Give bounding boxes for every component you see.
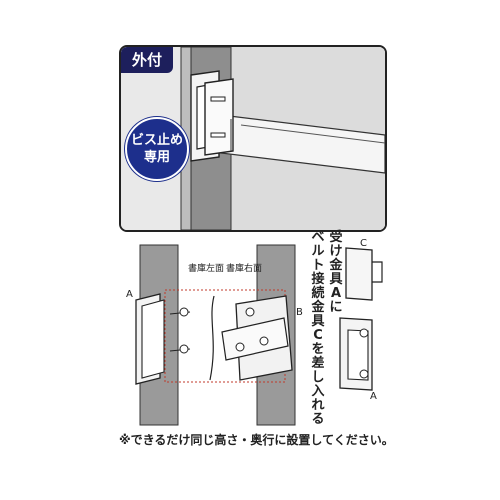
badge-line-1: ビス止め [130, 133, 183, 148]
badge-line-2: 専用 [143, 150, 170, 165]
right-shelf-label: 書庫右面 [226, 264, 263, 274]
insertion-instruction: 受け金具Aに ベルト接続金具Cを差し入れる [303, 230, 343, 427]
left-shelf-label: 書庫左面 [188, 264, 225, 274]
instruction-column-2: ベルト接続金具Cを差し入れる [311, 230, 325, 427]
bracket-a-label-right: A [370, 391, 377, 402]
instruction-column-1: 受け金具Aに [329, 230, 343, 315]
bracket-c-label: C [360, 238, 367, 249]
bracket-b-label: B [296, 307, 303, 318]
bracket-a-label-left: A [126, 289, 133, 300]
top-illustration-panel: 外付 ビス止め 専用 [119, 45, 387, 232]
top-bracket-illustration [121, 47, 385, 230]
screw-only-badge: ビス止め 専用 [125, 117, 189, 181]
mount-type-tag: 外付 [121, 47, 173, 73]
installation-footnote: ※できるだけ同じ高さ・奥行に設置してください。 [119, 433, 394, 447]
